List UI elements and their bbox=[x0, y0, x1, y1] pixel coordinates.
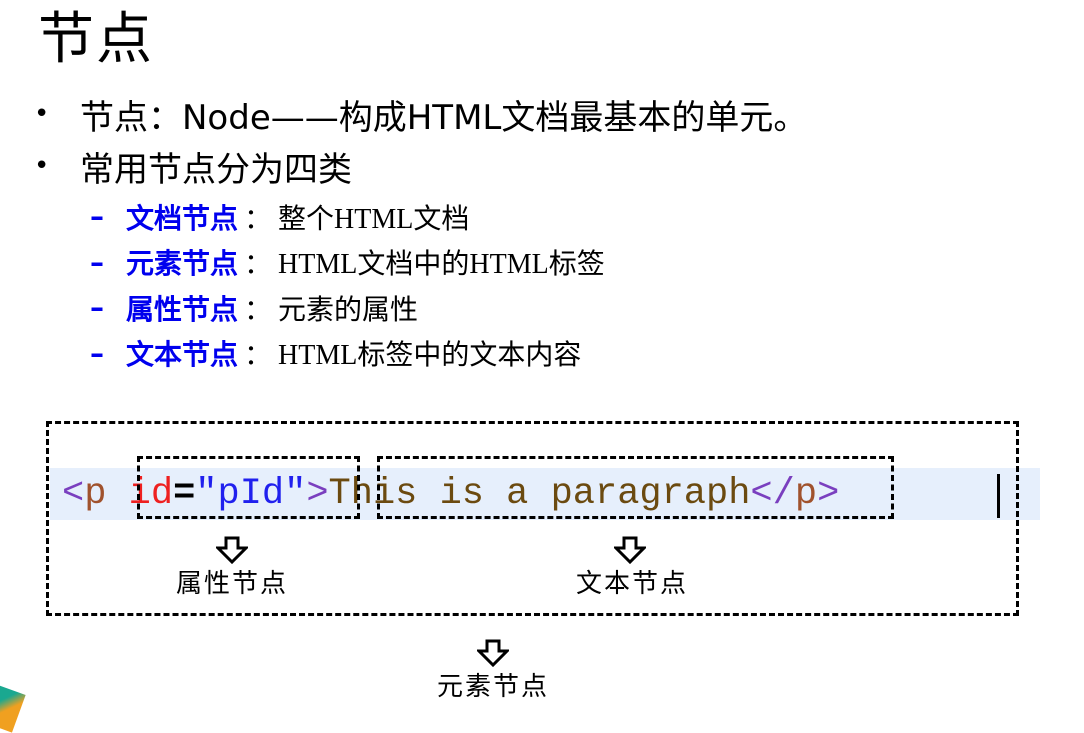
code-equals: = bbox=[173, 473, 196, 515]
code-snippet: <p id="pId">This is a paragraph</p> bbox=[62, 470, 839, 518]
desc-part: HTML bbox=[334, 203, 414, 235]
node-type-item-document: – 文档节点 ： 整个HTML文档 bbox=[90, 194, 605, 240]
element-node-label: 元素节点 bbox=[437, 672, 550, 701]
bullet-dot-icon: • bbox=[34, 151, 50, 181]
node-type-list: – 文档节点 ： 整个HTML文档 – 元素节点 ： HTML文档中的HTML标… bbox=[90, 194, 605, 376]
dash-icon: – bbox=[90, 336, 104, 370]
bullet-list: • 节点：Node——构成HTML文档最基本的单元。 • 常用节点分为四类 bbox=[30, 88, 807, 192]
node-type-item-element: – 元素节点 ： HTML文档中的HTML标签 bbox=[90, 240, 605, 286]
desc-part: 整个 bbox=[278, 201, 335, 235]
down-arrow-icon bbox=[614, 536, 646, 564]
down-arrow-icon bbox=[477, 639, 509, 667]
code-attr-value: "pId" bbox=[195, 473, 307, 515]
code-text-content: This is a paragraph bbox=[328, 473, 751, 515]
text-caret bbox=[997, 474, 1000, 518]
code-open-tag: p bbox=[84, 473, 107, 515]
desc-part: 文档中的 bbox=[357, 247, 470, 281]
node-type-keyword: 元素节点 bbox=[126, 247, 239, 281]
attribute-node-box bbox=[137, 456, 360, 519]
code-open-gt: > bbox=[306, 473, 329, 515]
bullet-item: • 节点：Node——构成HTML文档最基本的单元。 bbox=[30, 88, 807, 140]
node-type-description: 元素的属性 bbox=[278, 292, 419, 326]
node-type-keyword: 文档节点 bbox=[126, 201, 239, 235]
code-line-highlight bbox=[50, 468, 1040, 520]
bullet-item: • 常用节点分为四类 bbox=[30, 140, 807, 192]
desc-part: HTML bbox=[278, 340, 358, 372]
code-close-tag: p bbox=[794, 473, 818, 515]
colon: ： bbox=[244, 338, 273, 372]
page-title: 节点 bbox=[38, 7, 154, 72]
bullet-text: 节点：Node——构成HTML文档最基本的单元。 bbox=[80, 97, 808, 138]
desc-part: HTML bbox=[278, 249, 358, 281]
code-open-lt: < bbox=[62, 473, 85, 515]
element-node-box bbox=[46, 421, 1019, 616]
node-type-item-attribute: – 属性节点 ： 元素的属性 bbox=[90, 285, 605, 331]
desc-part: 文档 bbox=[413, 201, 470, 235]
desc-part: HTML bbox=[469, 249, 549, 281]
node-type-description: 整个HTML文档 bbox=[278, 197, 469, 237]
node-type-keyword: 文本节点 bbox=[126, 338, 239, 372]
attribute-node-label: 属性节点 bbox=[176, 569, 289, 598]
desc-part: 标签 bbox=[548, 247, 605, 281]
node-type-item-text: – 文本节点 ： HTML标签中的文本内容 bbox=[90, 331, 605, 377]
code-close-gt: > bbox=[817, 473, 840, 515]
colon: ： bbox=[244, 201, 273, 235]
down-arrow-icon bbox=[216, 536, 248, 564]
node-type-description: HTML标签中的文本内容 bbox=[278, 333, 581, 373]
text-node-label: 文本节点 bbox=[576, 569, 689, 598]
colon: ： bbox=[244, 247, 273, 281]
node-type-description: HTML文档中的HTML标签 bbox=[278, 242, 605, 282]
code-attr-name: id bbox=[128, 473, 174, 515]
desc-part: 标签中的文本内容 bbox=[357, 338, 582, 372]
dash-icon: – bbox=[90, 291, 104, 325]
node-type-keyword: 属性节点 bbox=[126, 292, 239, 326]
decorative-corner-bottom-left bbox=[0, 681, 26, 733]
colon: ： bbox=[244, 292, 273, 326]
bullet-dot-icon: • bbox=[34, 99, 50, 129]
text-node-box bbox=[377, 456, 894, 519]
dash-icon: – bbox=[90, 245, 104, 279]
bullet-text: 常用节点分为四类 bbox=[80, 149, 352, 190]
code-close-lt: </ bbox=[750, 473, 795, 515]
dash-icon: – bbox=[90, 200, 104, 234]
decorative-corner-mask bbox=[994, 0, 1084, 110]
